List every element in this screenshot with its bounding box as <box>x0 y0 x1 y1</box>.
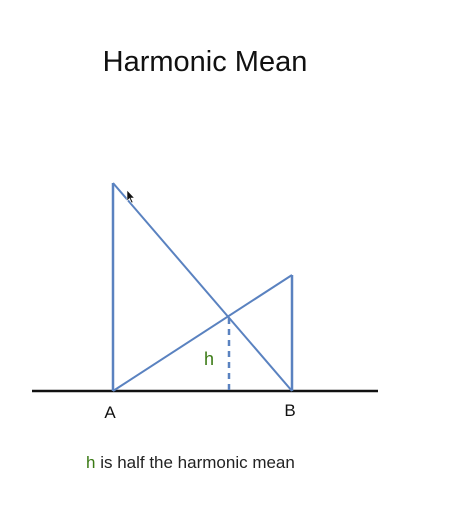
caption-h-variable: h <box>86 453 96 472</box>
point-a-label: A <box>104 403 116 422</box>
mouse-cursor-icon <box>126 189 136 204</box>
caption-text: is half the harmonic mean <box>95 453 295 472</box>
diagram-title: Harmonic Mean <box>102 46 308 78</box>
diagonal-a-to-b-top <box>112 274 293 392</box>
h-label: h <box>204 349 214 369</box>
point-b-label: B <box>284 401 295 420</box>
diagonal-a-top-to-b <box>112 182 293 392</box>
caption: h is half the harmonic mean <box>86 453 295 473</box>
